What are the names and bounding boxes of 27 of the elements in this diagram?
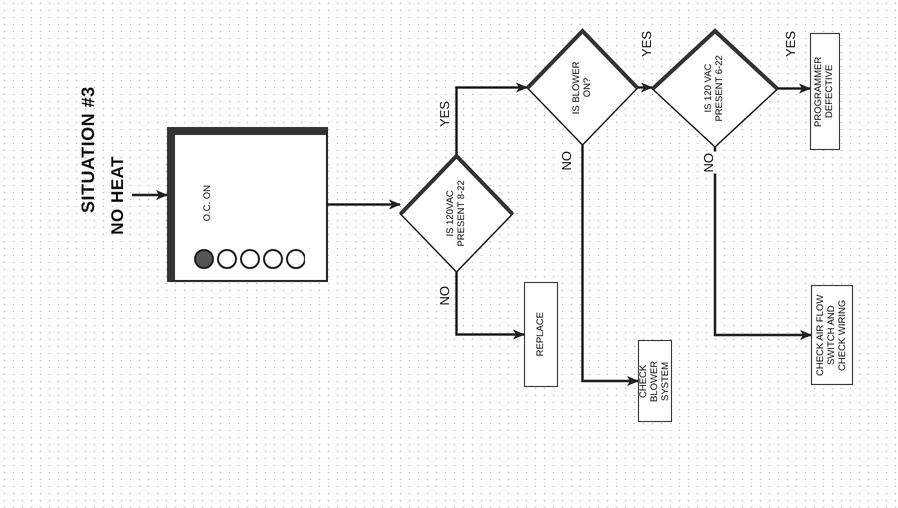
edge-label: YES	[784, 30, 799, 58]
edge-label: NO	[560, 150, 575, 172]
edge-label: YES	[640, 30, 655, 58]
connector-arrow	[328, 200, 401, 210]
connector-arrow	[455, 272, 525, 340]
action-box	[638, 340, 672, 422]
node-text: PROGRAMMER DEFECTIVE	[814, 55, 836, 129]
connector-arrow	[778, 84, 811, 94]
node-text: IS 120 VAC PRESENT 6-22	[704, 54, 726, 124]
edge-label: NO	[702, 152, 717, 174]
diagram-title: SITUATION #3	[78, 86, 99, 216]
action-box	[524, 282, 558, 387]
node-text: REPLACE	[536, 312, 546, 357]
connector-arrow	[638, 82, 653, 92]
action-box	[810, 33, 840, 150]
connector-arrow	[581, 145, 639, 386]
connector-arrow	[714, 147, 812, 340]
connector-arrow	[455, 82, 528, 155]
action-box	[811, 285, 853, 385]
connector-arrow	[132, 190, 168, 200]
node-text: CHECK BLOWER SYSTEM	[638, 359, 672, 404]
input-condition-text: NO HEAT	[108, 156, 128, 234]
node-text: IS BLOWER ON?	[572, 60, 594, 116]
control-panel-box	[167, 127, 328, 282]
node-text: CHECK AIR FLOW SWITCH AND CHECK WIRING	[816, 293, 848, 378]
node-text: O.C. ON	[203, 185, 214, 222]
node-text: IS 120VAC PRESENT 8-22	[446, 179, 468, 249]
